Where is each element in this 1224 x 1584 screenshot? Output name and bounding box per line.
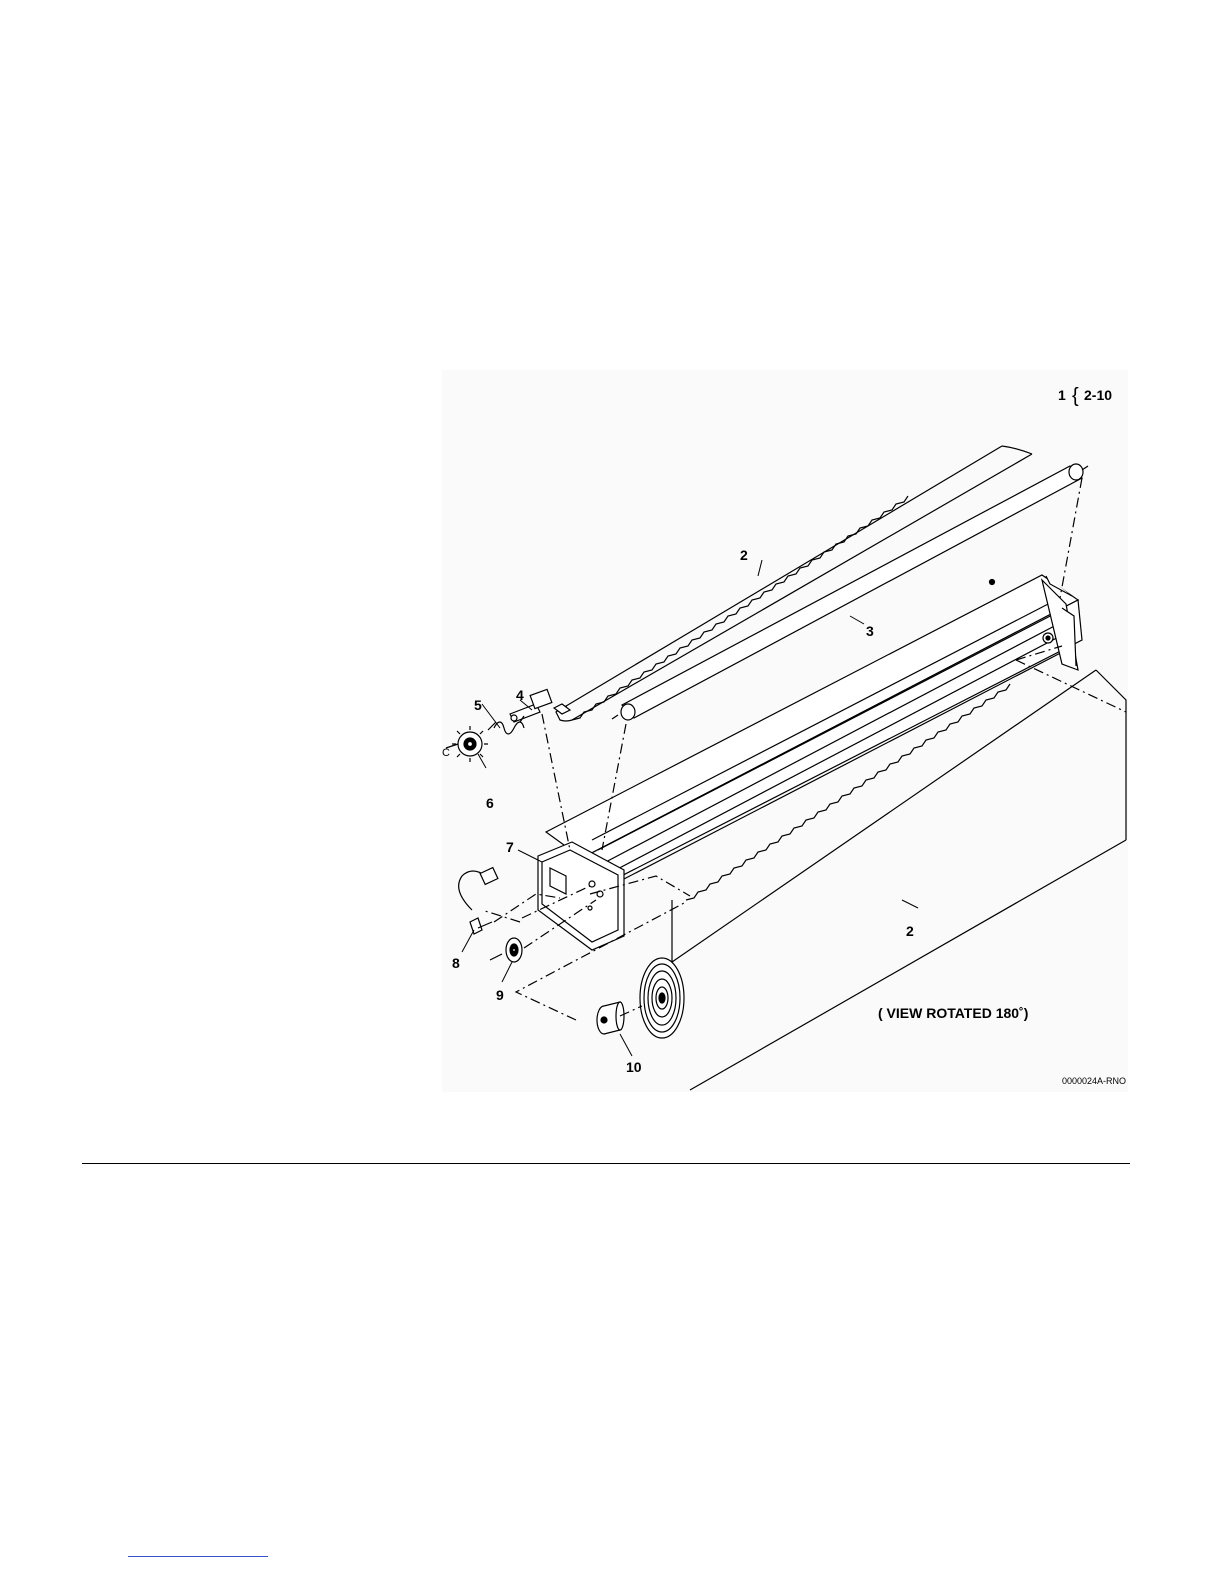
callout-4: 4 — [516, 687, 524, 703]
section-divider — [82, 1163, 1130, 1164]
callout-2-lower: 2 — [906, 923, 914, 939]
callout-9: 9 — [496, 987, 504, 1003]
gear-item-6 — [446, 726, 488, 762]
callout-5: 5 — [474, 697, 482, 713]
drawing-code: 0000024A-RNO — [1062, 1076, 1126, 1086]
callout-10: 10 — [626, 1059, 642, 1075]
disk-item-9 — [490, 938, 522, 962]
child-item-range: 2-10 — [1084, 387, 1112, 403]
callout-8: 8 — [452, 955, 460, 971]
core-cap-item-10 — [597, 1002, 624, 1034]
footer-link-rule — [128, 1556, 268, 1557]
callout-3: 3 — [866, 623, 874, 639]
header-brace: { — [1072, 385, 1079, 407]
sensor-harness-item-8 — [459, 868, 498, 934]
parent-item-number: 1 — [1058, 387, 1066, 403]
callout-6: 6 — [486, 795, 494, 811]
exploded-view-drawing: 1 { 2-10 2 3 4 5 C 6 7 8 9 2 10 ( VIEW R… — [442, 370, 1128, 1092]
parts-diagram: 1 { 2-10 2 3 4 5 C 6 7 8 9 2 10 ( VIEW R… — [442, 370, 1128, 1092]
callout-c: C — [442, 747, 450, 759]
callout-2-upper: 2 — [740, 547, 748, 563]
view-rotated-note: ( VIEW ROTATED 180˚) — [878, 1005, 1028, 1021]
callout-7: 7 — [506, 839, 514, 855]
